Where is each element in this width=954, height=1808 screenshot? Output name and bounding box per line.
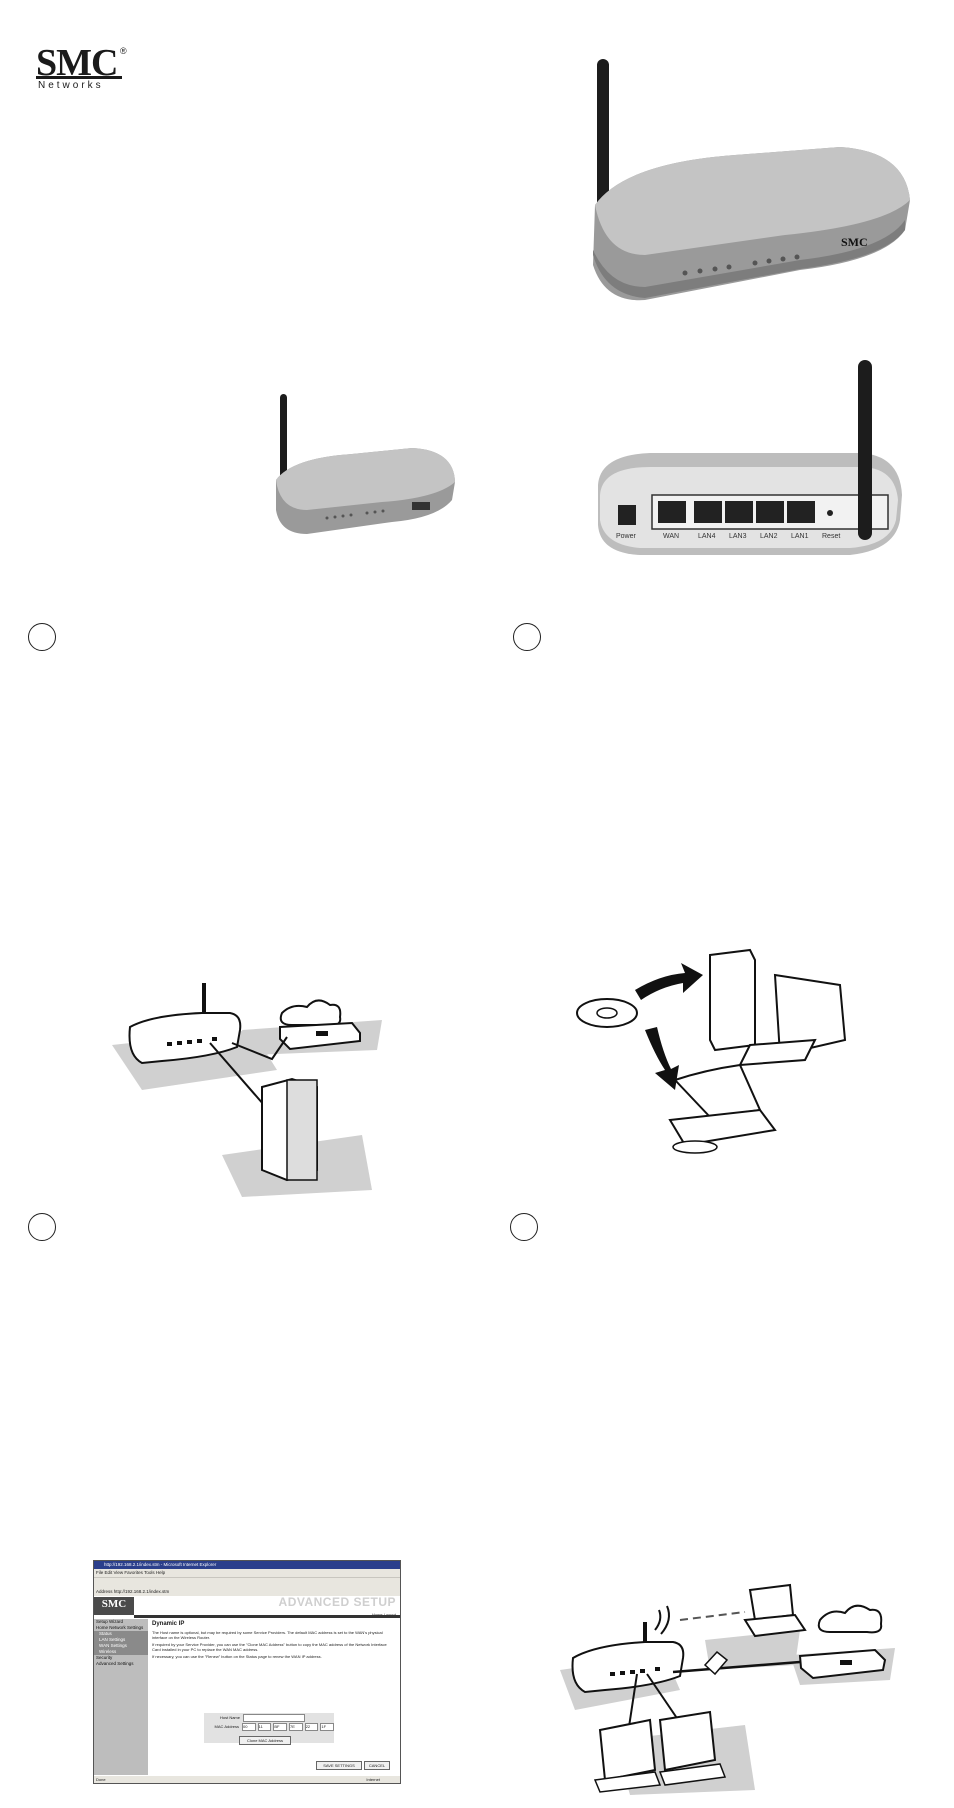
wan-port xyxy=(658,501,686,523)
clone-mac-button: Clone MAC Address xyxy=(239,1736,291,1745)
lan4-port xyxy=(694,501,722,523)
mac-field: 11 xyxy=(257,1722,272,1731)
lan1-port xyxy=(787,501,815,523)
svg-text:LAN3: LAN3 xyxy=(729,533,747,540)
sidebar-item-security: Security xyxy=(96,1655,113,1660)
browser-menu-bar: File Edit View Favorites Tools Help xyxy=(94,1569,400,1577)
router-front-large-image: SMC xyxy=(593,59,910,301)
antenna-icon xyxy=(280,394,287,479)
browser-status-bar: Done Internet xyxy=(94,1776,400,1783)
router-brand-label: SMC xyxy=(841,235,868,249)
laptop-icon xyxy=(748,1583,795,1622)
sidebar-item-setup-wizard: Setup Wizard xyxy=(96,1619,124,1624)
browser-title-bar: http://192.168.2.1/index.stm - Microsoft… xyxy=(94,1561,400,1569)
reset-button xyxy=(827,510,833,516)
host-name-label: Host Name xyxy=(219,1714,240,1720)
cancel-button: CANCEL xyxy=(364,1761,390,1770)
mac-field: 22 xyxy=(304,1722,319,1731)
cloud-icon xyxy=(279,999,342,1027)
save-settings-button: SAVE SETTINGS xyxy=(316,1761,362,1770)
svg-text:WAN: WAN xyxy=(663,533,679,540)
antenna-icon xyxy=(858,360,872,540)
logo-subtitle: Networks xyxy=(38,80,104,91)
mac-field: 00 xyxy=(242,1722,256,1731)
svg-text:LAN2: LAN2 xyxy=(760,533,778,540)
browser-screenshot: http://192.168.2.1/index.stm - Microsoft… xyxy=(93,1560,401,1784)
lan3-port xyxy=(725,501,753,523)
router-ui-header xyxy=(94,1597,400,1619)
mac-address-label: MAC Address xyxy=(214,1723,239,1729)
header-links: Home Logout xyxy=(372,1612,396,1618)
advanced-setup-banner: ADVANCED SETUP xyxy=(278,1595,396,1609)
router-back-image: Power WAN LAN4 LAN3 LAN2 LAN1 Reset xyxy=(598,360,902,555)
wifi-icon xyxy=(654,1609,662,1631)
arrow-down-icon xyxy=(645,1027,679,1090)
sidebar-item-advanced: Advanced Settings xyxy=(96,1661,134,1666)
connection-diagram xyxy=(112,983,382,1197)
page-heading: Dynamic IP xyxy=(152,1621,185,1627)
svg-text:Power: Power xyxy=(616,533,637,540)
sidebar-item-home-network: Home Network Settings xyxy=(96,1625,144,1630)
step-2-circle xyxy=(513,623,541,651)
host-name-input xyxy=(243,1713,305,1722)
sidebar-item-wireless: Wireless xyxy=(94,1649,148,1655)
step-4-circle xyxy=(510,1213,538,1241)
paragraph-2: If required by your Service Provider, yo… xyxy=(152,1642,387,1652)
mac-field: 7E xyxy=(289,1722,303,1731)
router-ui-sidebar: Setup Wizard Home Network Settings Statu… xyxy=(94,1619,148,1775)
browser-toolbar xyxy=(94,1577,400,1588)
desktop-2-icon xyxy=(658,1710,717,1772)
desktop-tower-icon xyxy=(709,948,756,1052)
antenna-icon xyxy=(597,59,609,209)
svg-text:LAN1: LAN1 xyxy=(791,533,809,540)
header-rule xyxy=(134,1615,400,1618)
network-diagram xyxy=(560,1583,895,1795)
sidebar-item-wan: WAN Settings xyxy=(94,1643,148,1649)
software-install-diagram xyxy=(576,948,847,1154)
paragraph-1: The Host name is optional, but may be re… xyxy=(152,1630,383,1640)
laptop-icon xyxy=(673,1063,762,1119)
sidebar-item-status: Status xyxy=(94,1631,148,1637)
router-front-small-image xyxy=(276,394,455,534)
logo-underline xyxy=(36,76,122,79)
svg-text:Reset: Reset xyxy=(822,533,840,540)
step-3-circle xyxy=(28,1213,56,1241)
arrow-up-icon xyxy=(635,963,703,1000)
registered-mark: ® xyxy=(120,46,127,56)
desktop-1-icon xyxy=(598,1718,657,1782)
lan2-port xyxy=(756,501,784,523)
router-ui-main: Dynamic IP The Host name is optional, bu… xyxy=(152,1621,392,1661)
paragraph-3: If necessary, you can use the "Renew" bu… xyxy=(152,1654,322,1659)
mac-field: BF xyxy=(273,1722,288,1731)
step-1-circle xyxy=(28,623,56,651)
mac-field: 1F xyxy=(320,1722,335,1731)
usb-adapter-icon xyxy=(703,1650,729,1676)
smc-logo: SMC xyxy=(36,42,118,84)
monitor-icon xyxy=(773,973,847,1057)
power-jack xyxy=(618,505,636,525)
wan-form: Host Name MAC Address 00 11 BF 7E 22 1F xyxy=(204,1713,335,1743)
browser-address-bar: Address http://192.168.2.1/index.stm xyxy=(94,1588,400,1596)
cloud-icon xyxy=(817,1604,883,1634)
svg-text:LAN4: LAN4 xyxy=(698,533,716,540)
router-ui-logo: SMC xyxy=(94,1597,134,1615)
sidebar-item-lan: LAN Settings xyxy=(94,1637,148,1643)
